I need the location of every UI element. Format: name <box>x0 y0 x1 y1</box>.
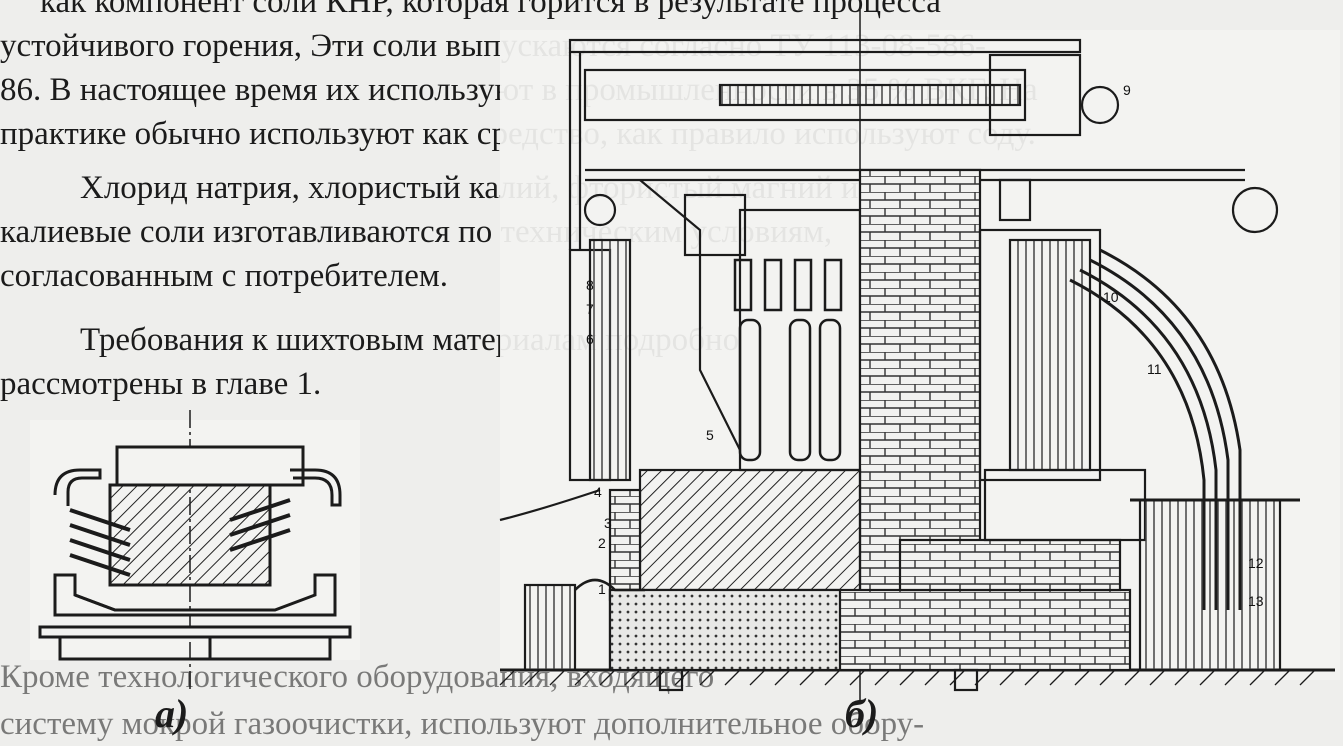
label-12: 12 <box>1248 555 1264 571</box>
label-8: 8 <box>586 277 594 293</box>
text-line: согласованным с потребителем. <box>0 258 449 294</box>
label-7: 7 <box>586 301 594 317</box>
label-6: 6 <box>586 331 594 347</box>
label-5: 5 <box>706 427 714 443</box>
label-2: 2 <box>598 535 606 551</box>
label-13: 13 <box>1248 593 1264 609</box>
diagram-labels: 1 2 3 4 5 6 7 8 9 10 11 12 13 <box>586 82 1264 609</box>
label-10: 10 <box>1103 289 1119 305</box>
caption-a: а) <box>155 691 189 736</box>
label-11: 11 <box>1147 361 1162 377</box>
caption-b: б) <box>845 691 879 736</box>
text-line: как компонент соли КНР, которая горится … <box>40 0 941 20</box>
text-line-bottom-1: Кроме технологического оборудования, вхо… <box>0 659 715 695</box>
diagram-b <box>499 10 1335 700</box>
text-line-bottom-2: систему мокрой газоочистки, используют д… <box>0 706 925 742</box>
label-3: 3 <box>604 515 612 531</box>
label-4: 4 <box>594 484 602 500</box>
text-line: рассмотрены в главе 1. <box>0 366 322 402</box>
label-9: 9 <box>1123 82 1131 98</box>
label-1: 1 <box>598 581 606 597</box>
diagram-a <box>38 410 352 690</box>
